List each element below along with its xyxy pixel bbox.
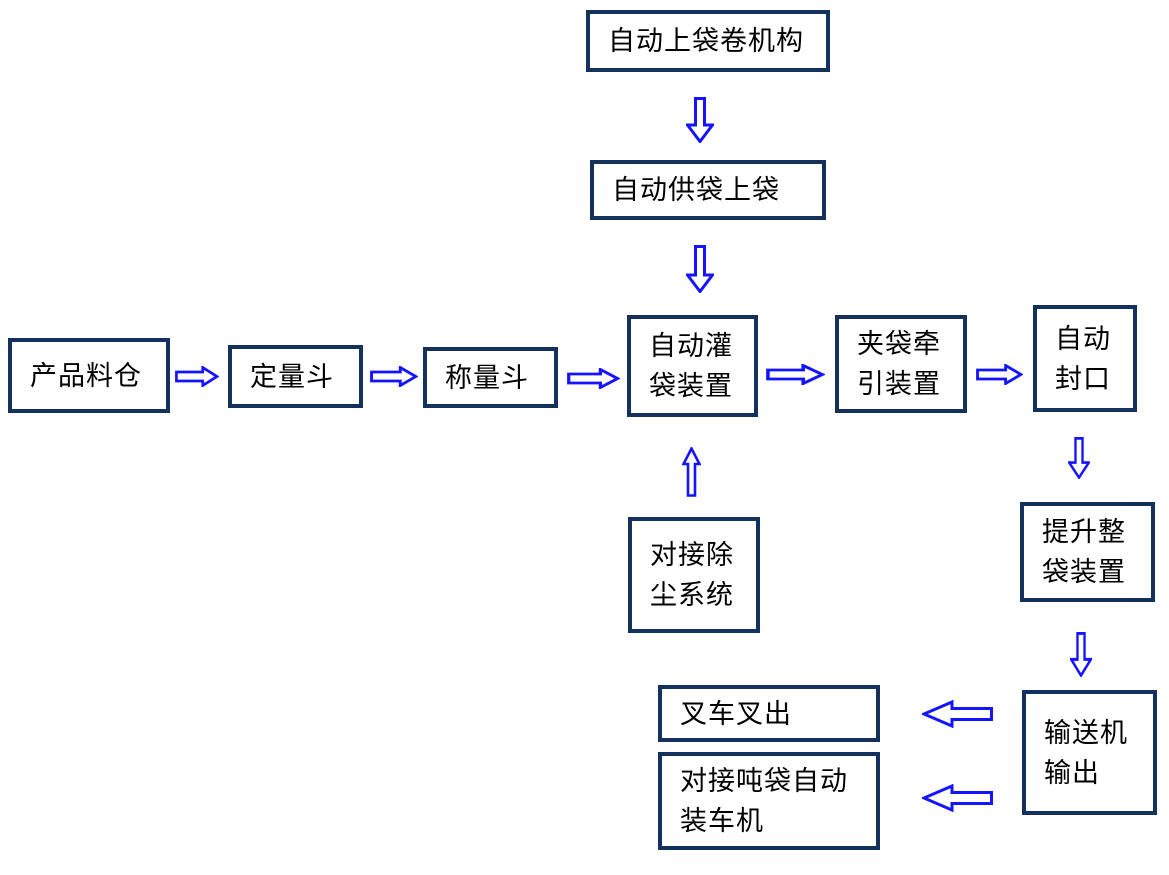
node-forklift-out: 叉车叉出 xyxy=(658,685,880,742)
node-auto-sealing: 自动 封口 xyxy=(1033,305,1137,412)
node-truck-loader-label: 对接吨袋自动 装车机 xyxy=(680,766,848,836)
node-bag-filling: 自动灌 袋装置 xyxy=(627,315,758,417)
flow-arrow-dosing-to-weighing xyxy=(370,366,418,387)
flow-arrow-dust-to-filling xyxy=(682,447,701,497)
node-bag-clamping: 夹袋牵 引装置 xyxy=(835,315,967,413)
flow-arrow-sealing-to-lifting xyxy=(1068,437,1090,479)
down-arrow-icon xyxy=(686,245,714,293)
node-product-silo-label: 产品料仓 xyxy=(30,360,142,391)
node-truck-loader: 对接吨袋自动 装车机 xyxy=(658,752,880,850)
node-dust-docking: 对接除 尘系统 xyxy=(628,517,760,633)
node-conveyor-output: 输送机 输出 xyxy=(1022,690,1157,815)
node-bag-filling-label: 自动灌 袋装置 xyxy=(649,331,733,401)
node-bag-lifting-label: 提升整 袋装置 xyxy=(1042,517,1126,587)
node-weighing-hopper: 称量斗 xyxy=(423,347,558,408)
node-forklift-out-label: 叉车叉出 xyxy=(680,698,792,729)
left-arrow-icon xyxy=(922,784,993,812)
node-conveyor-output-label: 输送机 输出 xyxy=(1044,717,1128,788)
up-arrow-icon xyxy=(682,447,701,497)
right-arrow-icon xyxy=(976,364,1023,385)
flow-arrow-silo-to-dosing xyxy=(175,366,219,387)
down-arrow-icon xyxy=(1070,632,1092,677)
node-auto-sealing-label: 自动 封口 xyxy=(1055,323,1111,394)
flow-arrow-weighing-to-filling xyxy=(567,368,620,389)
right-arrow-icon xyxy=(567,368,620,389)
flow-arrow-conveyor-to-forklift xyxy=(922,700,993,728)
node-bag-roll-mechanism-label: 自动上袋卷机构 xyxy=(608,26,804,56)
node-dosing-hopper: 定量斗 xyxy=(228,345,363,408)
node-bag-clamping-label: 夹袋牵 引装置 xyxy=(857,329,941,399)
down-arrow-icon xyxy=(686,97,714,143)
right-arrow-icon xyxy=(766,364,825,385)
node-bag-roll-mechanism: 自动上袋卷机构 xyxy=(586,10,830,72)
node-bag-supply-label: 自动供袋上袋 xyxy=(612,175,780,205)
node-bag-supply: 自动供袋上袋 xyxy=(590,160,826,220)
right-arrow-icon xyxy=(370,366,418,387)
down-arrow-icon xyxy=(1068,437,1090,479)
node-bag-lifting: 提升整 袋装置 xyxy=(1020,502,1155,602)
flow-arrow-lifting-to-conveyor xyxy=(1070,632,1092,677)
flow-arrow-filling-to-clamping xyxy=(766,364,825,385)
left-arrow-icon xyxy=(922,700,993,728)
right-arrow-icon xyxy=(175,366,219,387)
node-product-silo: 产品料仓 xyxy=(8,338,170,413)
node-dosing-hopper-label: 定量斗 xyxy=(250,361,334,392)
node-dust-docking-label: 对接除 尘系统 xyxy=(650,540,734,610)
flow-arrow-bagroll-to-supply xyxy=(686,97,714,143)
node-weighing-hopper-label: 称量斗 xyxy=(445,362,529,393)
flow-arrow-clamping-to-sealing xyxy=(976,364,1023,385)
flow-arrow-supply-to-filling xyxy=(686,245,714,293)
flow-arrow-conveyor-to-loader xyxy=(922,784,993,812)
